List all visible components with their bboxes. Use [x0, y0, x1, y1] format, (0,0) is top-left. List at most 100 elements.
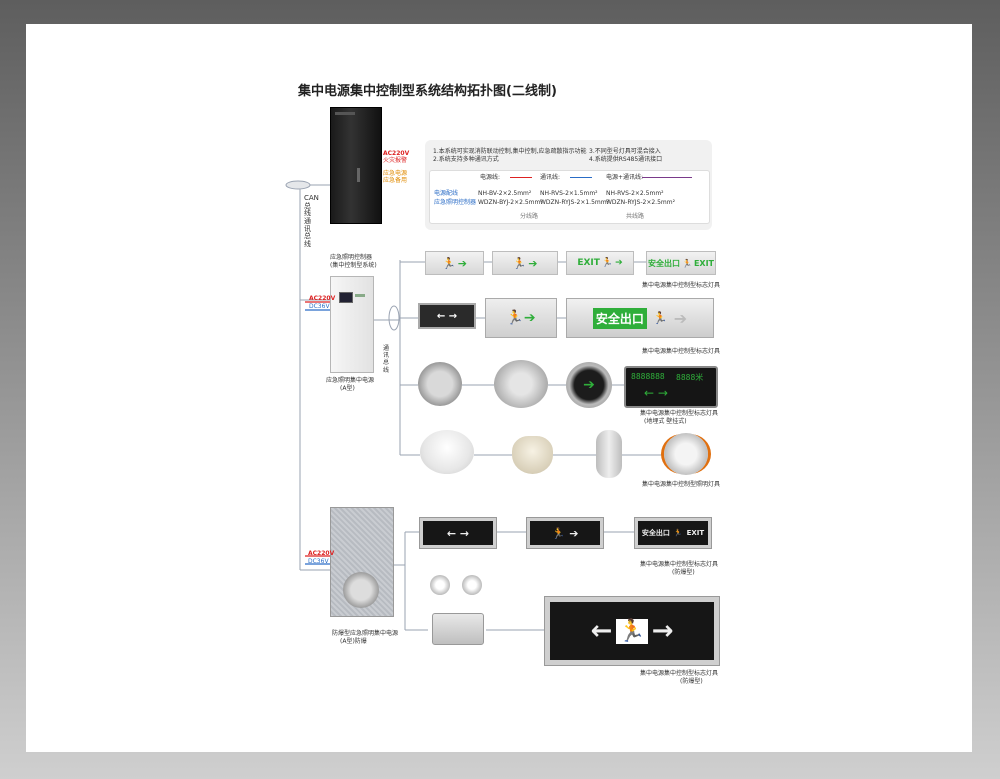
running-man-icon: 🏃	[673, 529, 683, 537]
floor-light-1	[418, 362, 462, 406]
caption-row3: 集中电源集中控制型标志灯具	[640, 410, 719, 417]
arrow-right-icon: ➔	[523, 310, 536, 326]
exit-sign-3: EXIT🏃➔	[566, 251, 634, 275]
exit-sign-bidirectional: ← →	[418, 303, 476, 329]
caption-row3b: (地埋式 壁挂式)	[644, 418, 687, 425]
running-man-icon: 🏃	[512, 256, 527, 270]
controller-bottom-label2: (A型)	[340, 385, 355, 392]
cabinet-fire-link: 火灾报警	[383, 157, 408, 164]
cabinet-orange-tag: 应急电源	[383, 170, 408, 177]
running-man-icon: 🏃	[616, 618, 648, 644]
arrow-right-icon: ➔	[673, 308, 688, 328]
controller-bottom-label: 应急照明集中电源	[326, 377, 375, 384]
arrow-left-right-icon: ← →	[446, 526, 470, 540]
explosion-blue-tag: DC36V	[308, 558, 329, 565]
exit-sign-4: 安全出口🏃EXIT	[646, 251, 716, 275]
legend-split-label: 分线路	[520, 213, 539, 220]
caption-row5b: (防爆型)	[672, 569, 695, 576]
safe-exit-text: 安全出口	[641, 529, 670, 537]
ceiling-light	[420, 430, 474, 474]
twin-spot-light	[428, 575, 486, 647]
wall-light	[596, 430, 622, 478]
legend-table: 电源线: 通讯线: 电源+通讯线: 电源配线 应急照明控制器 NH-BV-2×2…	[429, 170, 710, 224]
dome-light	[512, 436, 553, 474]
explosion-red-tag: AC220V	[308, 550, 335, 557]
controller-red-tag: AC220V	[309, 295, 336, 302]
legend-row2-name: 应急照明控制器	[434, 199, 477, 206]
exit-text: EXIT	[577, 258, 600, 268]
floor-light-2	[494, 360, 548, 408]
legend-note-1: 1.本系统可实现消防联动控制,集中控制,应急疏散指示功能	[433, 148, 587, 155]
legend-row1-name: 电源配线	[434, 190, 459, 197]
running-man-icon: 🏃	[601, 258, 614, 268]
arrow-right-icon: →	[651, 616, 674, 646]
arrow-right-icon: ➔	[569, 526, 579, 540]
legend-note-4: 4.系统提供RS485通讯接口	[589, 156, 663, 163]
controller-panel	[330, 276, 374, 373]
legend-row2-v3: WDZN-RYJS-2×2.5mm²	[606, 199, 675, 206]
running-man-icon: 🏃	[506, 310, 524, 326]
arrow-left-right-icon: ← →	[644, 386, 668, 400]
controller-top-label2: (集中控制型系统)	[330, 262, 377, 269]
exit-text: EXIT	[693, 258, 715, 268]
legend-row2-v1: WDZN-BYJ-2×2.5mm²	[478, 199, 543, 206]
digital-readout-2: 8888米	[676, 373, 704, 382]
legend-comm-swatch	[570, 177, 592, 178]
cabinet-red-tag: AC220V	[383, 150, 410, 157]
floor-light-3: ➔	[566, 362, 612, 408]
legend-row1-v3: NH-RVS-2×2.5mm²	[606, 190, 664, 197]
arrow-right-icon: ➔	[615, 258, 623, 268]
legend-line-power: 电源线:	[480, 174, 501, 181]
running-man-icon: 🏃	[652, 311, 668, 325]
exit-sign-2: 🏃➔	[492, 251, 558, 275]
legend-row1-v1: NH-BV-2×2.5mm²	[478, 190, 532, 197]
explosion-sign-large: ←🏃→	[545, 597, 719, 665]
arrow-left-icon: ←	[590, 616, 613, 646]
arrow-left-right-icon: ← →	[436, 310, 458, 322]
explosion-proof-power	[330, 507, 394, 617]
caption-row2: 集中电源集中控制型标志灯具	[642, 348, 721, 355]
explosion-proof-door	[343, 572, 379, 608]
legend-note-3: 3.不同型号灯具可混合接入	[589, 148, 661, 155]
digital-readout-1: 8888888	[631, 372, 665, 381]
downlight	[664, 433, 708, 475]
explosion-bottom-label: 防爆型应急照明集中电源	[332, 630, 399, 637]
legend-row2-v2: WDZN-RYJS-2×1.5mm²	[540, 199, 609, 206]
spot-head-right	[462, 575, 482, 595]
digital-sign: 8888888 8888米 ← →	[624, 366, 718, 408]
controller-blue-tag: DC36V	[309, 303, 330, 310]
spot-body	[432, 613, 484, 645]
cabinet-orange-tag2: 应急备用	[383, 177, 408, 184]
legend-note-2: 2.系统支持多种通讯方式	[433, 156, 499, 163]
exit-sign-green: 🏃➔	[485, 298, 557, 338]
explosion-sign-1: ← →	[420, 518, 496, 548]
safe-exit-text: 安全出口	[592, 307, 647, 329]
legend-line-comm: 通讯线:	[540, 174, 561, 181]
caption-row1: 集中电源集中控制型标志灯具	[642, 282, 721, 289]
spot-head-left	[430, 575, 450, 595]
caption-row5: 集中电源集中控制型标志灯具	[640, 561, 719, 568]
explosion-sign-3: 安全出口🏃EXIT	[635, 518, 711, 548]
server-cabinet	[330, 107, 382, 224]
safe-exit-text: 安全出口	[647, 258, 680, 268]
controller-top-label: 应急照明控制器	[330, 254, 373, 261]
running-man-icon: 🏃	[551, 526, 566, 540]
explosion-bottom-label2: (A型)防爆	[340, 638, 367, 645]
legend-row1-v2: NH-RVS-2×1.5mm²	[540, 190, 598, 197]
running-man-icon: 🏃	[442, 256, 456, 270]
arrow-right-icon: ➔	[583, 377, 595, 393]
legend-line-shared: 电源+通讯线:	[606, 174, 644, 181]
arrow-right-icon: ➔	[528, 256, 538, 270]
running-man-icon: 🏃	[681, 258, 692, 268]
controller-screen	[339, 292, 353, 303]
exit-sign-wide: 安全出口 🏃 ➔	[566, 298, 714, 338]
controller-bus-label: 通讯总线	[383, 345, 390, 374]
legend-shared-swatch	[642, 177, 692, 178]
diagram-title: 集中电源集中控制型系统结构拓扑图(二线制)	[298, 84, 557, 99]
explosion-sign-2: 🏃➔	[527, 518, 603, 548]
caption-row6: 集中电源集中控制型标志灯具	[640, 670, 719, 677]
arrow-right-icon: ➔	[457, 256, 467, 270]
exit-sign-1: 🏃➔	[425, 251, 484, 275]
legend-joint-label: 共线路	[626, 213, 645, 220]
